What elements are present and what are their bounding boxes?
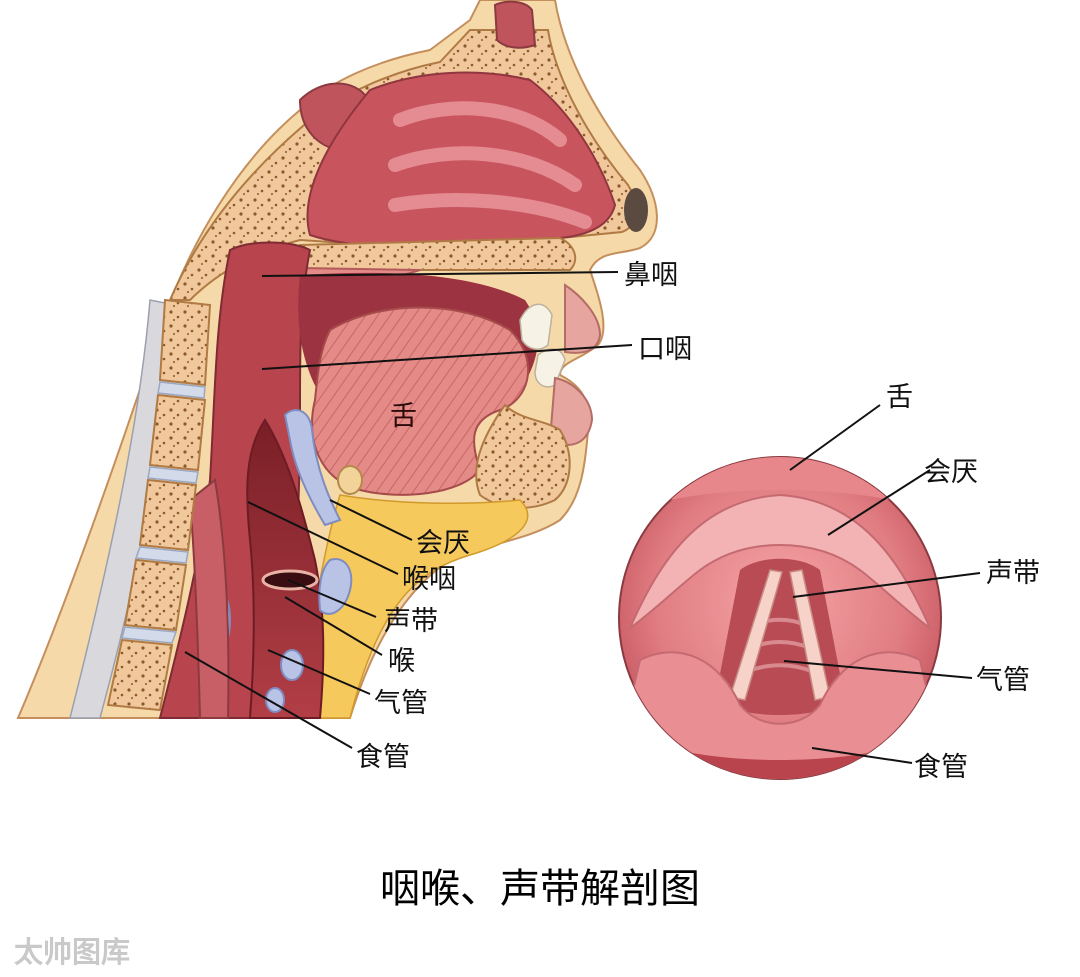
diagram-title: 咽喉、声带解剖图: [380, 866, 700, 912]
teeth: [519, 303, 566, 388]
scope-label-esophagus: 食管: [914, 752, 968, 783]
watermark: 太帅图库: [14, 935, 130, 969]
label-larynx: 喉: [388, 646, 415, 677]
scope-leader-lines: [783, 404, 981, 764]
sagittal-labels: 鼻咽 口咽 舌 会厌 喉咽 声带 喉 气管 食管: [356, 260, 692, 773]
scope-epiglottis: [627, 493, 933, 631]
nasal-turbinates: [388, 101, 592, 229]
label-trachea: 气管: [374, 688, 428, 719]
sagittal-leader-lines: [184, 271, 633, 749]
scope-label-tongue: 舌: [886, 382, 913, 413]
scope-label-epiglottis: 会厌: [924, 457, 978, 488]
larynx-trachea: [246, 418, 325, 719]
scope-label-trachea: 气管: [976, 665, 1030, 696]
esophagus: [188, 478, 230, 719]
nostril: [624, 188, 648, 232]
sagittal-section: [16, 0, 658, 719]
hard-palate: [299, 236, 577, 271]
label-vocal-cords: 声带: [384, 606, 438, 637]
label-nasopharynx: 鼻咽: [624, 260, 678, 291]
laryngoscopic-view: [618, 456, 942, 780]
upper-lip: [564, 283, 602, 354]
intervertebral-discs: [121, 381, 206, 644]
label-laryngopharynx: 喉咽: [402, 564, 456, 595]
cervical-vertebrae: [106, 298, 212, 712]
mandible: [475, 403, 571, 509]
label-epiglottis: 会厌: [416, 528, 470, 559]
epiglottis: [283, 409, 342, 527]
hyoid-bone: [337, 465, 363, 495]
scope-labels: 舌 会厌 声带 气管 食管: [886, 382, 1040, 783]
frontal-sinus: [493, 0, 537, 49]
label-esophagus: 食管: [356, 742, 410, 773]
scope-vocal-cord-left: [729, 569, 783, 701]
label-tongue: 舌: [390, 401, 417, 432]
label-oropharynx: 口咽: [638, 334, 692, 365]
scope-label-vocal-cords: 声带: [986, 558, 1040, 589]
